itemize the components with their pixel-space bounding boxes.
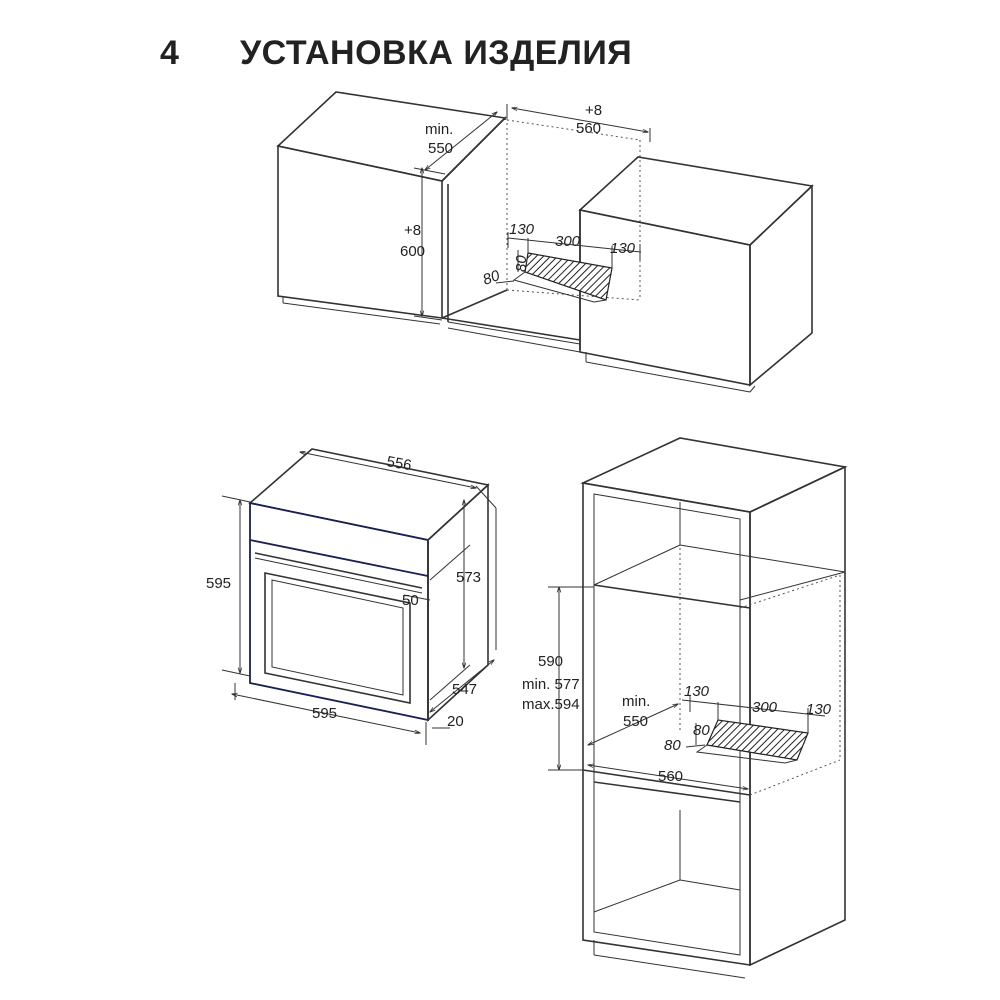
niche-width-dim [588, 765, 748, 789]
right-cabinet [578, 156, 814, 393]
niche-height-min: min. 577 [522, 676, 580, 693]
top-height-value: 600 [400, 243, 425, 260]
section-header: 4 УСТАНОВКА ИЗДЕЛИЯ [160, 28, 632, 78]
oven-top-depth-dim [300, 452, 476, 488]
niche-height-max: max.594 [522, 696, 580, 713]
column-vent-depth: 80 [664, 737, 681, 754]
column-vent-right: 130 [806, 701, 832, 718]
oven-width-dim [232, 694, 420, 733]
top-vent-left: 130 [509, 221, 535, 238]
column-vent-left: 130 [684, 683, 710, 700]
niche-depth-dim [588, 704, 678, 745]
width-dim-line [512, 108, 648, 132]
depth-dim-line [425, 112, 497, 170]
top-width-value: 560 [576, 120, 601, 137]
cabinet-opening [441, 116, 641, 353]
oven-door-thickness: 20 [447, 713, 464, 730]
oven-drawing: 595 556 573 50 547 595 20 [206, 448, 497, 745]
top-vent-depth: 80 [481, 267, 503, 289]
oven-body-height: 573 [456, 569, 481, 586]
section-title: УСТАНОВКА ИЗДЕЛИЯ [240, 33, 633, 72]
top-width-tolerance: +8 [585, 102, 602, 119]
column-vent-height: 80 [693, 722, 710, 739]
oven-front-width: 595 [312, 705, 337, 722]
left-cabinet [276, 91, 507, 325]
top-vent-height: 80 [513, 255, 530, 272]
top-vent-right: 130 [610, 240, 636, 257]
oven-panel-offset: 50 [402, 592, 419, 609]
top-vent-center: 300 [555, 233, 581, 250]
oven-body-depth: 547 [452, 681, 477, 698]
top-height-tolerance: +8 [404, 222, 421, 239]
oven-front-height: 595 [206, 575, 231, 592]
niche-depth-min-value: 550 [623, 713, 648, 730]
niche-depth-min-label: min. [622, 693, 650, 710]
niche-height: 590 [538, 653, 563, 670]
top-depth-min-value: 550 [428, 140, 453, 157]
column-cabinet-drawing: 590 min. 577 max.594 min. 550 130 300 13… [522, 437, 848, 979]
top-depth-min-label: min. [425, 121, 453, 138]
top-cabinet-drawing: min. 550 +8 560 +8 600 130 300 130 80 80 [276, 91, 814, 393]
oven-top-depth: 556 [385, 453, 413, 474]
column-vent-center: 300 [752, 699, 778, 716]
oven-body-depth-dim [430, 660, 494, 712]
section-number: 4 [160, 33, 179, 72]
niche-width: 560 [658, 768, 683, 785]
